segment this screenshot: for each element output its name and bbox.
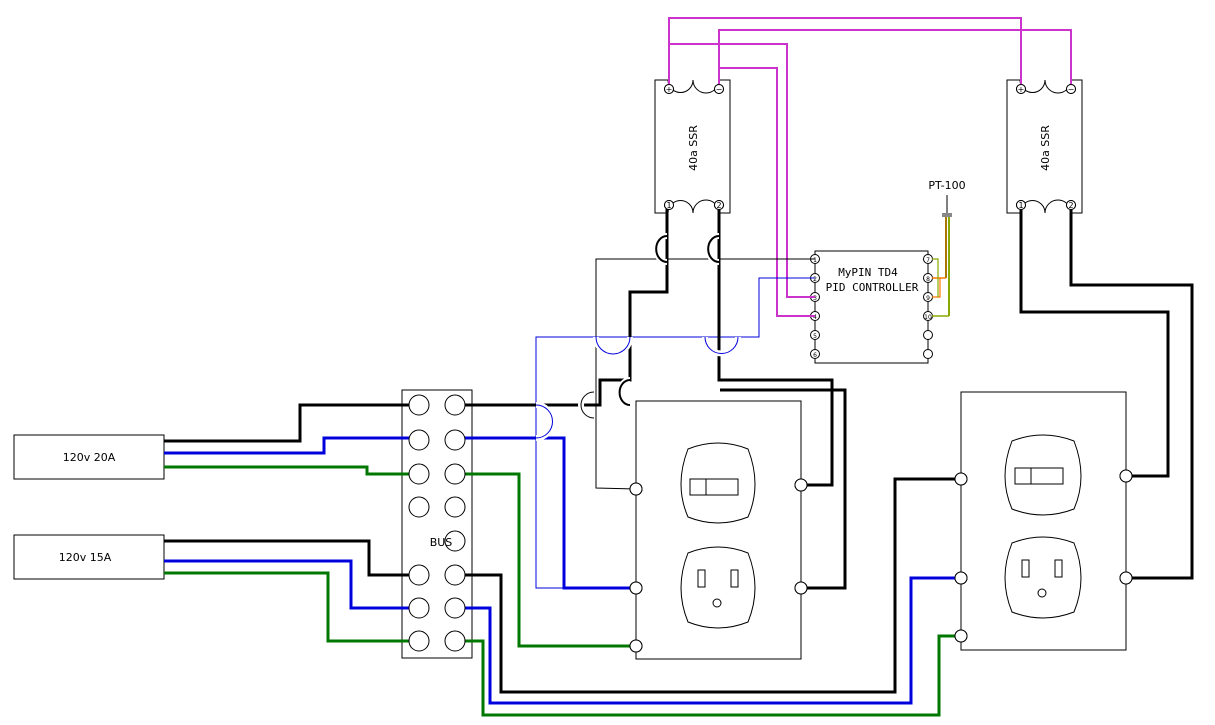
- bus-terminal: [408, 394, 430, 416]
- bus-label: BUS: [430, 536, 453, 549]
- ssr-terminal-symbols: + − 1 2 + − 1 2: [666, 85, 1075, 210]
- controller-terminal-number: 8: [926, 276, 930, 283]
- terminal-overlays: [629, 84, 1133, 653]
- outlet-left-receptacle: [680, 546, 756, 629]
- bus-terminal-overlay: BUS: [408, 394, 466, 652]
- bus-terminal: [444, 394, 466, 416]
- outlet-left: [629, 400, 808, 660]
- power-source-15a: 120v 15A: [13, 534, 165, 580]
- controller-model-label: MyPIN TD4: [838, 266, 898, 279]
- controller-thin-blue: [535, 277, 815, 589]
- bus-terminal: [408, 429, 430, 451]
- ssr-right: 40a SSR: [1006, 79, 1083, 214]
- outlet-right-receptacle: [1004, 536, 1082, 619]
- bus-terminal: [444, 630, 466, 652]
- bus-terminal: [408, 463, 430, 485]
- outlet-right: [954, 391, 1133, 651]
- ssr-terminal-symbol: 1: [1018, 201, 1023, 210]
- wire-crossovers: [535, 233, 741, 441]
- controller-terminal-number: 1: [813, 257, 817, 264]
- ssr-terminal-symbol: −: [716, 85, 723, 94]
- controller-terminal: [810, 330, 820, 340]
- source-20a-label: 120v 20A: [63, 451, 116, 464]
- controller-right-terminals: 7 8 9 10: [923, 254, 933, 359]
- controller-terminal-number: 5: [813, 333, 817, 340]
- controller-terminal: [810, 349, 820, 359]
- bus-terminal: [444, 429, 466, 451]
- controller-type-label: PID CONTROLLER: [826, 281, 919, 294]
- ssr-terminal-symbol: 1: [666, 201, 671, 210]
- controller-terminal-number: 9: [926, 295, 930, 302]
- controller-terminal-number: 2: [813, 276, 817, 283]
- source-15a-label: 120v 15A: [59, 551, 112, 564]
- bus-terminal: [444, 597, 466, 619]
- bus-terminal: [408, 597, 430, 619]
- bus-terminal: [408, 564, 430, 586]
- pt100-sensor: PT-100: [928, 179, 966, 317]
- controller-terminal-number: 7: [926, 257, 930, 264]
- controller-terminal-number: 10: [924, 314, 932, 321]
- controller-terminal: [923, 349, 933, 359]
- bus-terminal: [444, 496, 466, 518]
- controller-terminal: [923, 330, 933, 340]
- controller-terminal-number: 3: [813, 295, 817, 302]
- controller-thin-wires: [595, 258, 815, 490]
- controller-terminal-number: 6: [813, 352, 817, 359]
- ssr-terminal-symbol: +: [666, 85, 673, 94]
- bus-terminal: [444, 530, 466, 552]
- sensor-label: PT-100: [928, 179, 965, 192]
- pid-controller: MyPIN TD4 PID CONTROLLER 1 2 3 4 5 6 7 8 9 10: [810, 250, 933, 364]
- ssr-left-label: 40a SSR: [687, 125, 700, 171]
- bus-terminal: [408, 630, 430, 652]
- ssr-terminal-symbol: −: [1068, 85, 1075, 94]
- ground-wires: [164, 465, 961, 717]
- bus-bar: [401, 389, 473, 659]
- control-wires: [668, 17, 1072, 317]
- ssr-terminal-symbol: 2: [716, 201, 721, 210]
- bus-terminal: [408, 496, 430, 518]
- neutral-wires: [164, 436, 961, 705]
- ssr-left: 40a SSR: [654, 79, 731, 214]
- controller-terminal-number: 4: [813, 314, 817, 321]
- ssr-terminal-symbol: +: [1018, 85, 1025, 94]
- ssr-terminal-symbol: 2: [1068, 201, 1073, 210]
- bus-terminal: [444, 564, 466, 586]
- power-source-20a: 120v 20A: [13, 434, 165, 480]
- bus-terminal: [444, 463, 466, 485]
- ssr-right-label: 40a SSR: [1039, 125, 1052, 171]
- wires: [164, 17, 1194, 717]
